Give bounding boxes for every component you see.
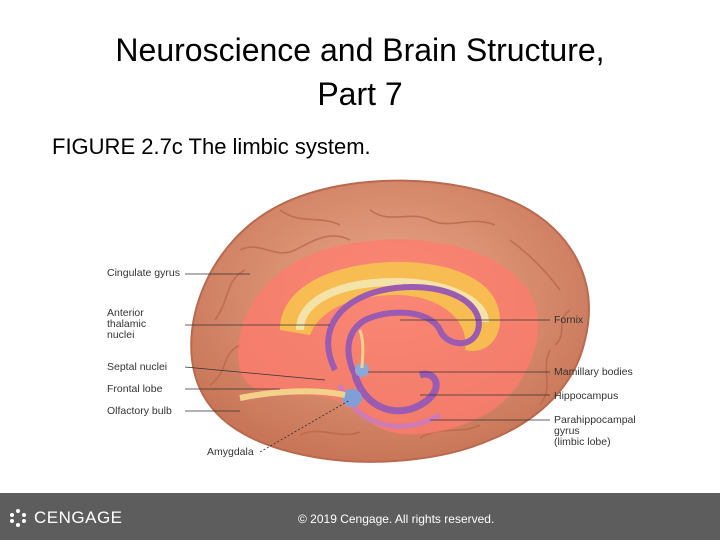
label-anterior-thalamic-line-1: Anterior [107, 307, 144, 319]
cengage-logo-icon [10, 509, 26, 527]
cingulate-gyrus-shape [280, 261, 500, 351]
olfactory-tract-shape [239, 388, 346, 401]
slide-title-line-2: Part 7 [317, 76, 403, 112]
label-parahippocampal-gyrus: Parahippocampal gyrus (limbic lobe) [554, 415, 636, 448]
limbic-system-diagram [184, 179, 590, 463]
figure-caption: FIGURE 2.7c The limbic system. [52, 134, 371, 159]
brain-gyri [209, 209, 571, 439]
label-mamillary-bodies: Mamillary bodies [554, 366, 633, 378]
label-cingulate-gyrus: Cingulate gyrus [107, 267, 180, 279]
label-parahippocampal-line-3: (limbic lobe) [554, 436, 611, 448]
slide-footer: CENGAGE © 2019 Cengage. All rights reser… [0, 493, 720, 540]
label-parahippocampal-line-2: gyrus [554, 425, 580, 437]
label-amygdala: Amygdala [207, 446, 254, 458]
slide-title-line-1: Neuroscience and Brain Structure, [115, 32, 605, 68]
copyright-text: © 2019 Cengage. All rights reserved. [298, 512, 495, 526]
slide-title: Neuroscience and Brain Structure, Part 7 [0, 28, 720, 116]
label-parahippocampal-line-1: Parahippocampal [554, 414, 636, 426]
cengage-logo: CENGAGE [8, 508, 123, 528]
corpus-callosum-shape [296, 277, 489, 331]
leader-lines [184, 273, 550, 453]
fornix-shape [325, 284, 482, 377]
label-anterior-thalamic-nuclei: Anterior thalamic nuclei [107, 308, 146, 341]
label-septal-nuclei: Septal nuclei [107, 361, 168, 373]
amygdala-shape [342, 389, 362, 407]
label-anterior-thalamic-line-3: nuclei [107, 329, 135, 341]
cengage-logo-text: CENGAGE [34, 508, 123, 527]
mamillary-body-shape [355, 363, 369, 377]
label-hippocampus: Hippocampus [554, 390, 619, 402]
hippocampus-shape [351, 370, 440, 415]
label-olfactory-bulb: Olfactory bulb [107, 405, 172, 417]
label-frontal-lobe: Frontal lobe [107, 383, 163, 395]
label-anterior-thalamic-line-2: thalamic [107, 318, 147, 330]
label-fornix: Fornix [554, 314, 584, 326]
